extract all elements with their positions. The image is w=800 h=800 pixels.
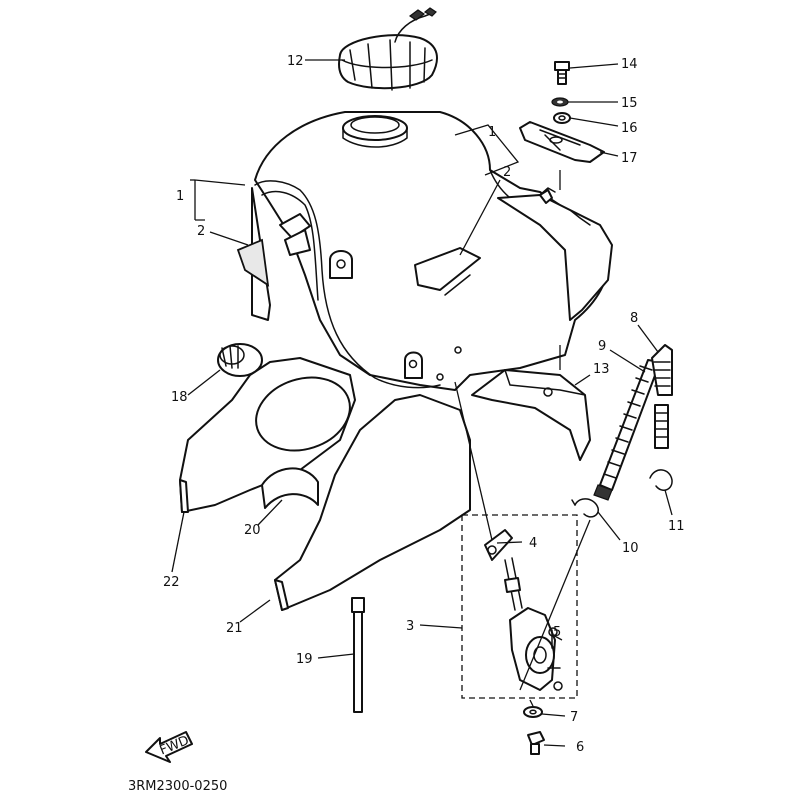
- callout-16: 16: [621, 121, 638, 136]
- drawing-number: 3RM2300-0250: [128, 779, 227, 794]
- fuel-tank: [254, 111, 612, 391]
- part-14-bolt: [554, 61, 570, 85]
- part-16-collar: [553, 112, 571, 124]
- callout-6: 6: [576, 740, 584, 755]
- callout-10: 10: [622, 541, 639, 556]
- callout-22: 22: [163, 575, 180, 590]
- leader-lines: [171, 59, 673, 747]
- fwd-arrow-icon: [145, 731, 193, 763]
- callout-5: 5: [553, 625, 561, 640]
- callout-numbers: 1 2 1 2 12 14 15 16 17 8 9 13 18 20 22 2…: [163, 54, 685, 755]
- part-15-washer: [551, 97, 569, 107]
- part-13-rear-bracket: [471, 369, 591, 461]
- part-1-2-right-shroud: [497, 187, 613, 321]
- part-11-clip: [649, 469, 673, 491]
- part-3-fuel-cock-assembly: [461, 514, 578, 699]
- part-17-bracket: [519, 121, 605, 163]
- callout-4: 4: [529, 536, 537, 551]
- callout-7: 7: [570, 710, 578, 725]
- callout-17: 17: [621, 151, 638, 166]
- callout-11: 11: [668, 519, 685, 534]
- part-12-fuel-cap: [338, 7, 438, 91]
- callout-9: 9: [598, 339, 606, 354]
- callout-3: 3: [406, 619, 414, 634]
- part-18-grommet: [217, 343, 263, 377]
- callout-2-right: 2: [503, 165, 511, 180]
- callout-2-left: 2: [197, 224, 205, 239]
- callout-13: 13: [593, 362, 610, 377]
- part-6-drain-screw: [527, 731, 545, 755]
- callout-1-right: 1: [488, 125, 496, 140]
- part-22-left-panel: [179, 357, 356, 513]
- callout-19: 19: [296, 652, 313, 667]
- callout-18: 18: [171, 390, 188, 405]
- callout-14: 14: [621, 57, 638, 72]
- part-1-2-left-shroud: [236, 187, 311, 321]
- part-9-fuel-hose: [593, 359, 661, 501]
- part-8-breather-hose: [651, 344, 673, 449]
- part-19-cable-tie: [351, 597, 365, 713]
- callout-1-left: 1: [176, 189, 184, 204]
- callout-20: 20: [244, 523, 261, 538]
- fwd-label: FWD: [158, 733, 192, 758]
- callout-15: 15: [621, 96, 638, 111]
- callout-12: 12: [287, 54, 304, 69]
- part-10-clip: [571, 498, 599, 518]
- callout-21: 21: [226, 621, 243, 636]
- part-7-washer: [523, 706, 543, 718]
- part-20-pad: [261, 467, 319, 509]
- part-21-right-panel: [274, 394, 471, 611]
- callout-8: 8: [630, 311, 638, 326]
